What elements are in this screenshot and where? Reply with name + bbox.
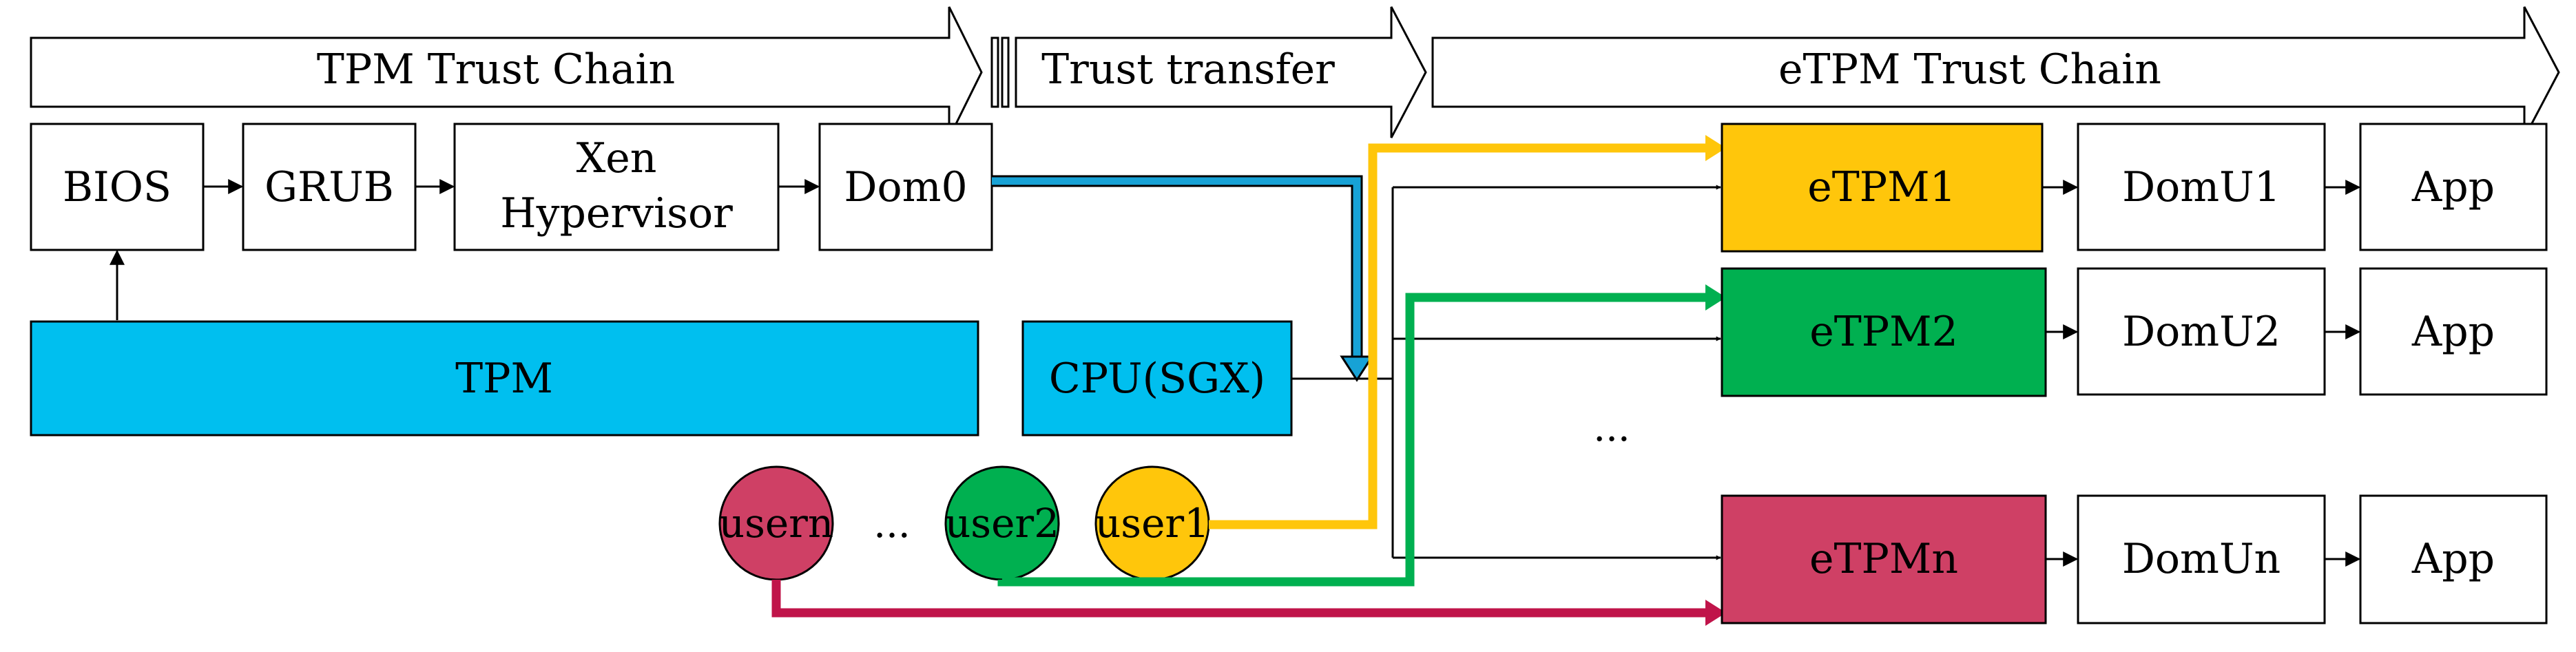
bios-label: BIOS <box>63 163 172 211</box>
hypervisor-label: Hypervisor <box>500 189 733 238</box>
etpmn-label: eTPMn <box>1809 535 1958 583</box>
usern-to-etpmn-path <box>771 580 1726 626</box>
cpu-sgx-label: CPU(SGX) <box>1049 355 1265 403</box>
user1-to-etpm1-path <box>1209 135 1726 529</box>
etpm-trust-chain-banner: eTPM Trust Chain <box>1431 6 2560 138</box>
grub-box: GRUB <box>242 123 417 251</box>
etpm-trust-chain-label: eTPM Trust Chain <box>1778 45 2161 94</box>
banner-separator <box>990 36 1010 108</box>
xen-hypervisor-box: Xen Hypervisor <box>453 123 780 251</box>
xen-label: Xen <box>577 134 657 182</box>
bios-box: BIOS <box>30 123 205 251</box>
dom0-to-cpu-arrow <box>992 175 1374 382</box>
app2-label: App <box>2411 308 2495 356</box>
user2-circle: user2 <box>944 465 1060 581</box>
tpm-trust-chain-banner: TPM Trust Chain <box>30 6 983 138</box>
tpm-box: TPM <box>30 320 979 437</box>
dom0-box: Dom0 <box>818 123 993 251</box>
app1-box: App <box>2359 123 2548 251</box>
appn-label: App <box>2411 535 2495 583</box>
domu2-label: DomU2 <box>2122 308 2281 356</box>
users-ellipsis: ... <box>873 502 910 547</box>
dom0-label: Dom0 <box>844 163 967 211</box>
tpm-trust-chain-label: TPM Trust Chain <box>317 45 675 94</box>
etpm2-box: eTPM2 <box>1721 267 2047 397</box>
tpm-label: TPM <box>455 355 553 403</box>
trust-transfer-label: Trust transfer <box>1041 45 1335 94</box>
app1-label: App <box>2411 163 2495 211</box>
etpm1-label: eTPM1 <box>1807 163 1956 211</box>
user2-label: user2 <box>945 500 1059 547</box>
etpmn-box: eTPMn <box>1721 494 2047 624</box>
cpu-to-etpm-connectors <box>1291 185 1721 560</box>
trust-transfer-banner: Trust transfer <box>1015 6 1427 138</box>
etpm1-box: eTPM1 <box>1721 123 2044 253</box>
etpm2-label: eTPM2 <box>1809 308 1958 356</box>
usern-label: usern <box>719 500 834 547</box>
domu1-label: DomU1 <box>2122 163 2281 211</box>
domu1-box: DomU1 <box>2077 123 2326 251</box>
user1-circle: user1 <box>1094 465 1210 581</box>
etpm-ellipsis: ... <box>1593 406 1630 450</box>
domun-label: DomUn <box>2122 535 2281 583</box>
domu2-box: DomU2 <box>2077 267 2326 396</box>
grub-label: GRUB <box>264 163 394 211</box>
domun-box: DomUn <box>2077 494 2326 624</box>
appn-box: App <box>2359 494 2548 624</box>
cpu-sgx-box: CPU(SGX) <box>1021 320 1293 437</box>
user1-label: user1 <box>1095 500 1209 547</box>
user2-to-etpm2-path <box>997 284 1726 587</box>
app2-box: App <box>2359 267 2548 396</box>
usern-circle: usern <box>718 465 834 581</box>
